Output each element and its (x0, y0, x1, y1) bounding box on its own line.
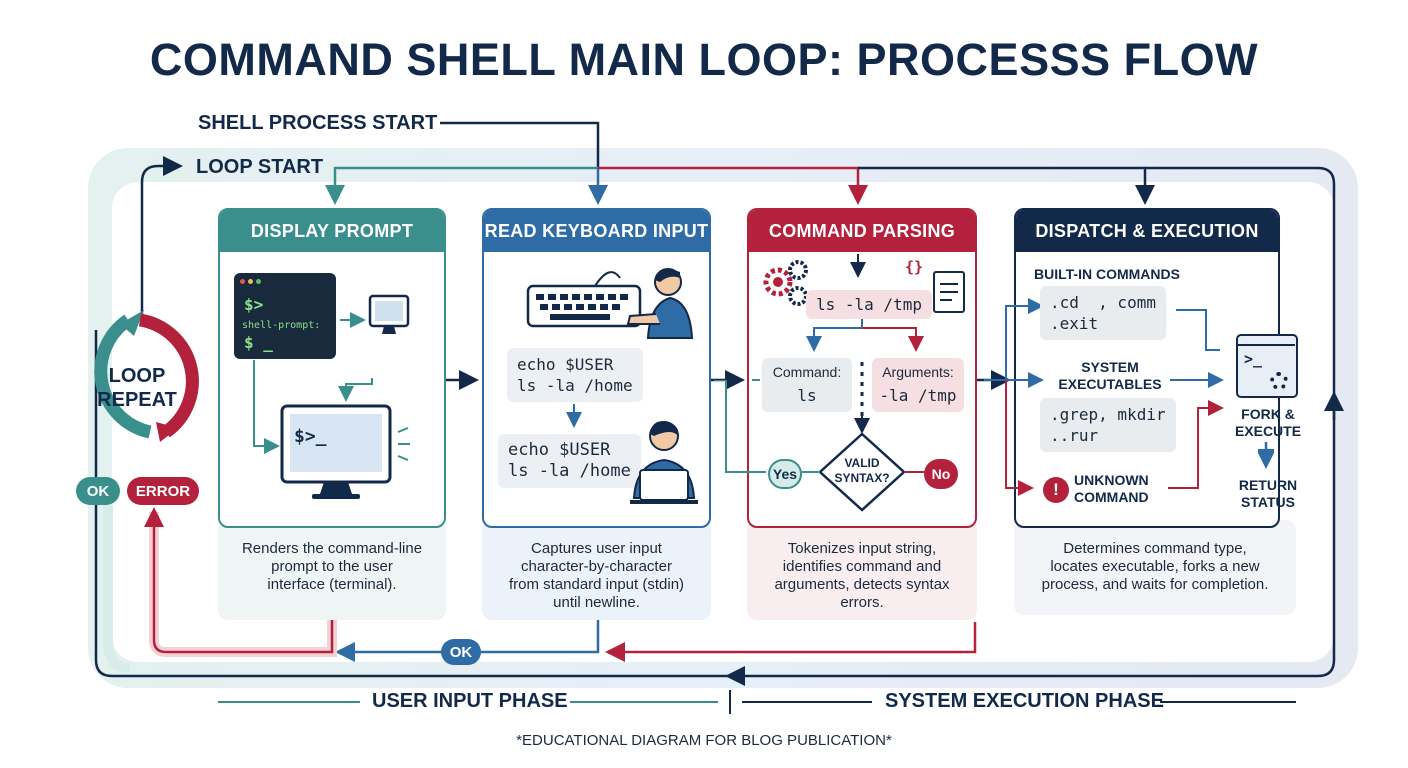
label-line: EXECUTE (1234, 423, 1302, 439)
desc-line: prompt to the user (271, 558, 393, 575)
ok-badge-left: OK (76, 477, 120, 505)
ok-badge-bottom: OK (441, 639, 481, 665)
term-line-3: $ _ (244, 333, 273, 352)
user-input-phase-label: USER INPUT PHASE (372, 690, 568, 712)
desc-line: errors. (840, 594, 884, 611)
parsed-input-chip: ls -la /tmp (806, 290, 932, 319)
yes-badge: Yes (768, 459, 802, 489)
decision-line: VALID (844, 456, 880, 470)
yes-loop-line (714, 380, 766, 473)
desc-line: identifies command and (782, 558, 942, 575)
bubble-line: echo $USER (508, 440, 611, 460)
read-input-header: READ KEYBOARD INPUT (484, 210, 709, 252)
loop-repeat-line1: LOOP (108, 365, 166, 387)
terminal-window-icon: $> shell-prompt: $ _ (234, 273, 336, 359)
arguments-token-box: Arguments: -la /tmp (872, 358, 964, 412)
arguments-value: -la /tmp (879, 386, 957, 405)
builtin-label: BUILT-IN COMMANDS (1034, 266, 1180, 282)
desc-line: from standard input (stdin) (508, 576, 685, 593)
label-line: EXECUTABLES (1058, 376, 1162, 392)
command-token-box: Command: ls (762, 358, 852, 412)
label-line: SYSTEM (1081, 359, 1139, 375)
dispatch-branch-lines (984, 298, 1224, 496)
label-line: RETURN (1238, 477, 1298, 493)
exec-icon-text: >_ (1244, 350, 1263, 368)
shell-start-label: SHELL PROCESS START (198, 112, 438, 134)
system-executables-label: SYSTEM EXECUTABLES (1048, 359, 1172, 393)
chip-line: ..rur (1050, 426, 1099, 445)
bubble-line: ls -la /home (517, 376, 633, 395)
brace-icon: {} (905, 258, 924, 276)
desc-line: Captures user input (531, 540, 662, 557)
desc-line: process, and waits for completion. (1041, 576, 1269, 593)
return-status-label: RETURN STATUS (1228, 477, 1308, 511)
no-badge: No (924, 459, 958, 489)
large-monitor-icon (253, 360, 410, 499)
dispatch-card: DISPATCH & EXECUTION (1014, 208, 1280, 528)
loop-repeat-label: LOOP REPEAT (82, 364, 192, 412)
label-line: STATUS (1241, 494, 1295, 510)
desc-line: character-by-character (521, 558, 672, 575)
system-commands-chip: .grep, mkdir ..rur (1040, 398, 1176, 452)
decision-line: SYNTAX? (834, 471, 890, 485)
term-line-2: shell-prompt: (242, 320, 321, 331)
system-execution-phase-label: SYSTEM EXECUTION PHASE (885, 690, 1164, 712)
gear-icon (1270, 372, 1288, 390)
chip-line: .grep, mkdir (1050, 405, 1166, 424)
valid-syntax-decision: VALID SYNTAX? (820, 456, 904, 486)
chip-line: .exit (1050, 314, 1099, 333)
keyboard-user-icon (526, 268, 694, 339)
builtin-commands-chip: .cd , comm .exit (1040, 286, 1166, 340)
display-prompt-header: DISPLAY PROMPT (220, 210, 444, 252)
dispatch-header: DISPATCH & EXECUTION (1016, 210, 1278, 252)
monitor-prompt-text: $>_ (294, 426, 327, 447)
fork-execute-label: FORK & EXECUTE (1228, 406, 1308, 440)
bubble-line: ls -la /home (508, 461, 631, 481)
term-line-1: $> (244, 295, 264, 314)
input-bubble-1: echo $USER ls -la /home (507, 348, 643, 402)
error-badge: ERROR (127, 477, 199, 505)
down-arrow-icon (566, 404, 582, 428)
parsing-flow-graphics (752, 254, 965, 512)
small-monitor-icon (340, 294, 410, 334)
desc-line: Renders the command-line (241, 540, 423, 557)
arguments-label: Arguments: (882, 364, 954, 380)
desc-line: arguments, detects syntax (774, 576, 950, 593)
warning-icon: ! (1043, 477, 1069, 503)
parsing-header: COMMAND PARSING (749, 210, 975, 252)
desc-line: Determines command type, (1063, 540, 1247, 557)
execute-window-icon: >_ (1236, 334, 1298, 398)
command-label: Command: (772, 364, 842, 380)
desc-line: interface (terminal). (267, 576, 397, 593)
label-line: COMMAND (1074, 489, 1149, 505)
label-line: FORK & (1241, 406, 1295, 422)
label-line: UNKNOWN (1074, 472, 1149, 488)
loop-repeat-line2: REPEAT (97, 389, 177, 411)
display-prompt-description: Renders the command-line prompt to the u… (218, 540, 446, 594)
desc-line: locates executable, forks a new (1050, 558, 1260, 575)
laptop-user-icon (630, 421, 698, 504)
dispatch-description: Determines command type, locates executa… (1014, 540, 1296, 594)
bubble-line: echo $USER (517, 355, 614, 374)
desc-line: Tokenizes input string, (787, 540, 937, 557)
read-input-description: Captures user input character-by-charact… (482, 540, 711, 612)
command-value: ls (797, 386, 817, 405)
unknown-command-label: UNKNOWN COMMAND (1074, 472, 1149, 506)
footnote: *EDUCATIONAL DIAGRAM FOR BLOG PUBLICATIO… (516, 732, 892, 749)
chip-line: .cd , comm (1050, 293, 1156, 312)
gears-icon (763, 260, 808, 306)
loop-start-label: LOOP START (196, 156, 324, 178)
desc-line: until newline. (553, 594, 640, 611)
return-arrow-icon (1258, 442, 1274, 469)
parsing-description: Tokenizes input string, identifies comma… (747, 540, 977, 612)
page-title: COMMAND SHELL MAIN LOOP: PROCESSS FLOW (149, 34, 1259, 85)
